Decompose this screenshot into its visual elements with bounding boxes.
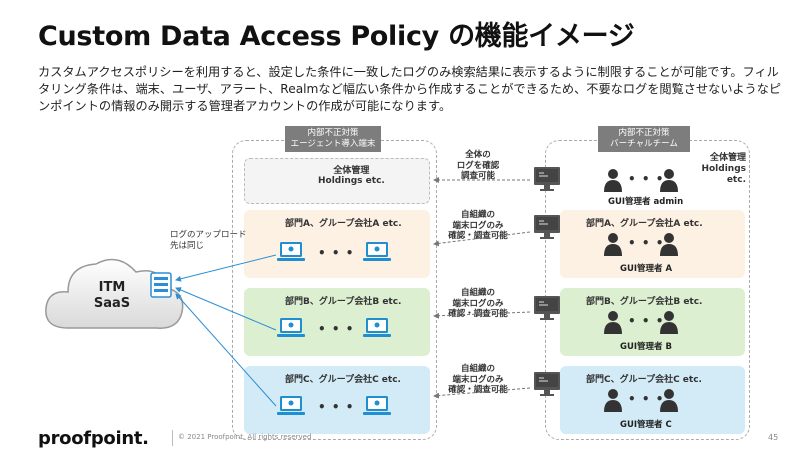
monitor-icon [534,167,560,191]
person-icon [660,388,678,412]
monitor-icon [534,215,560,239]
left-band-b-label: 部門B、グループ会社B etc. [285,297,402,307]
laptop-icon [362,394,392,418]
laptop-icon [362,240,392,264]
right-band-b [560,288,745,356]
ellipsis-dots: • • • [628,314,665,328]
right-band-holdings-label: 全体管理 Holdings etc. [701,153,746,185]
upload-note: ログのアップロード先は同じ [170,230,247,251]
left-band-a-label: 部門A、グループ会社A etc. [285,219,402,229]
person-icon [604,168,622,192]
page-title: Custom Data Access Policy の機能イメージ [38,21,635,52]
right-group-tag: 内部不正対策 バーチャルチーム [598,126,690,152]
copyright-text: © 2021 Proofpoint. All rights reserved [178,433,312,441]
admin-caption: GUI管理者 B [620,342,672,352]
admin-caption: GUI管理者 A [620,264,673,274]
footer-divider [172,430,173,446]
laptop-icon [276,316,306,340]
ellipsis-dots: • • • [318,400,355,414]
left-band-c-label: 部門C、グループ会社C etc. [285,375,401,385]
ellipsis-dots: • • • [318,322,355,336]
description-text: カスタムアクセスポリシーを利用すると、設定した条件に一致したログのみ検索結果に表… [38,65,782,113]
laptop-icon [276,394,306,418]
laptop-icon [362,316,392,340]
page-number: 45 [768,433,779,442]
left-group-tag: 内部不正対策 エージェント導入端末 [285,126,381,152]
person-icon [660,232,678,256]
monitor-icon [534,372,560,396]
admin-caption: GUI管理者 admin [608,197,684,207]
ellipsis-dots: • • • [628,236,665,250]
right-band-c-label: 部門C、グループ会社C etc. [586,375,702,385]
monitor-icon [534,296,560,320]
person-icon [604,232,622,256]
left-band-holdings-label: 全体管理 Holdings etc. [318,166,385,186]
right-band-a-label: 部門A、グループ会社A etc. [586,219,703,229]
brand-logo: proofpoint. [38,428,149,449]
cloud-label: ITM SaaS [93,280,131,311]
log-server-icon [150,272,172,298]
admin-caption: GUI管理者 C [620,420,672,430]
access-scope-label: 全体の ログを確認 調査可能 [456,150,500,181]
right-band-b-label: 部門B、グループ会社B etc. [586,297,703,307]
right-band-a [560,210,745,278]
person-icon [604,310,622,334]
access-scope-label: 自組織の 端末ログのみ 確認・調査可能 [448,210,508,241]
laptop-icon [276,240,306,264]
access-scope-label: 自組織の 端末ログのみ 確認・調査可能 [448,288,508,319]
right-band-c [560,366,745,434]
access-scope-label: 自組織の 端末ログのみ 確認・調査可能 [448,364,508,395]
person-icon [660,168,678,192]
person-icon [604,388,622,412]
ellipsis-dots: • • • [628,172,665,186]
ellipsis-dots: • • • [628,392,665,406]
ellipsis-dots: • • • [318,246,355,260]
person-icon [660,310,678,334]
left-band-holdings [244,158,430,204]
